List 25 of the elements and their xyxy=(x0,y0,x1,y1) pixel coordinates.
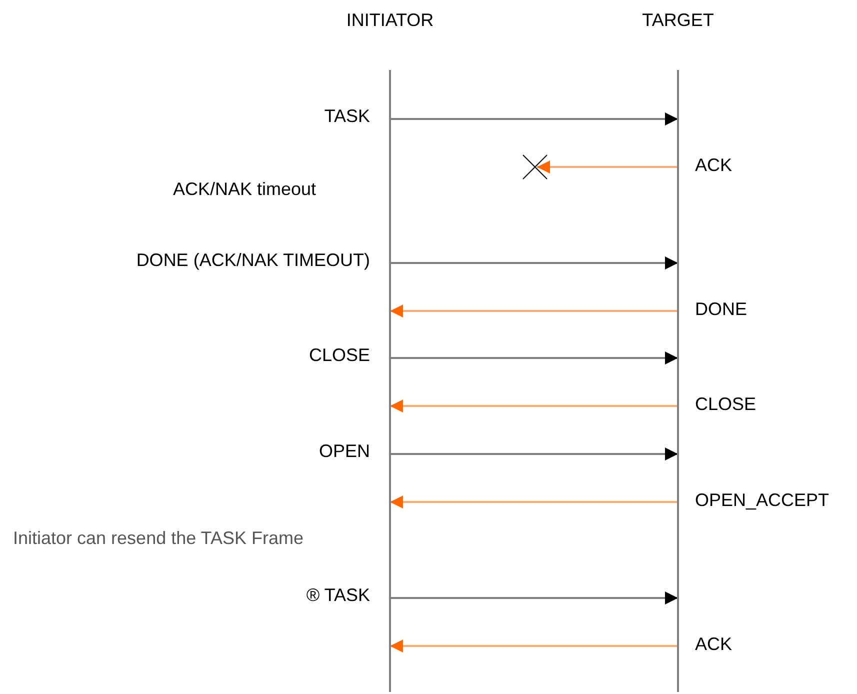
lost-message-cross xyxy=(522,154,548,180)
message-label: ACK xyxy=(695,633,732,655)
message-arrow xyxy=(390,400,678,412)
message-label: ACK xyxy=(695,154,732,176)
message-arrow xyxy=(390,592,678,604)
message-arrow xyxy=(390,496,678,508)
message-arrow xyxy=(537,160,678,174)
message-arrow xyxy=(390,640,678,652)
message-label: TASK xyxy=(324,105,370,127)
message-arrow xyxy=(390,256,678,270)
message-label: OPEN xyxy=(318,440,370,462)
lifeline-heading: INITIATOR xyxy=(345,10,435,31)
note-text: Initiator can resend the TASK Frame xyxy=(13,527,304,549)
message-arrow xyxy=(390,352,678,364)
note-text: ACK/NAK timeout xyxy=(173,178,316,200)
message-arrow xyxy=(390,304,678,318)
message-label: CLOSE xyxy=(308,344,370,366)
message-label: DONE xyxy=(695,298,748,320)
message-label: OPEN_ACCEPT xyxy=(695,489,830,511)
lifeline-heading: TARGET xyxy=(641,10,715,31)
message-arrow xyxy=(390,448,678,460)
message-label: DONE (ACK/NAK TIMEOUT) xyxy=(136,249,370,271)
message-label: CLOSE xyxy=(695,393,756,415)
message-arrow xyxy=(390,112,678,126)
message-label: ® TASK xyxy=(306,584,370,606)
